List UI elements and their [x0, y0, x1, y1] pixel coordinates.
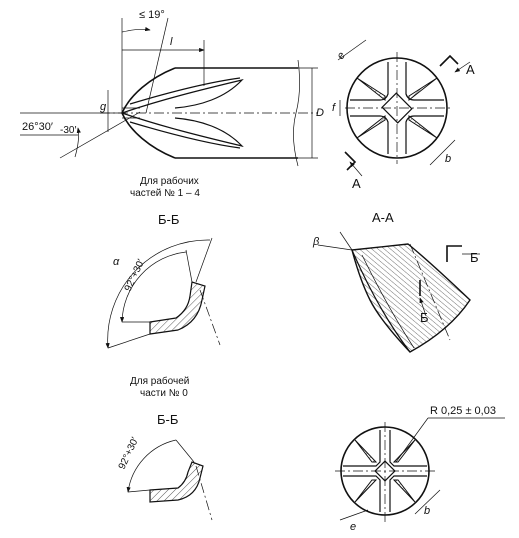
dim-e2-label: e	[350, 521, 356, 533]
bit-end-view: e f b А А	[332, 39, 475, 191]
radius-label: R 0,25 ± 0,03	[430, 405, 496, 417]
caption-part-0-line2: части № 0	[140, 388, 188, 399]
dim-D-label: D	[316, 107, 324, 119]
angle-beta-label: β	[312, 236, 320, 248]
section-b-mark-bottom: Б	[420, 310, 429, 325]
point-angle-tol-label: -30′	[60, 125, 76, 136]
dim-g-label: g	[100, 101, 107, 113]
bit-end-view-2: R 0,25 ± 0,03 b e	[335, 405, 505, 533]
caption-parts-1-4-line1: Для рабочих	[140, 175, 199, 187]
dim-e-label: e	[335, 50, 348, 62]
angle-alpha-label: α	[113, 256, 120, 268]
section-bb2-title: Б-Б	[157, 412, 178, 427]
section-b-mark-top: Б	[470, 250, 479, 265]
length-label: l	[170, 36, 173, 48]
section-a-mark-bottom: А	[352, 176, 361, 191]
point-angle-label: 26°30′	[22, 121, 53, 133]
dim-b2-label: b	[424, 505, 430, 517]
caption-part-0-line1: Для рабочей	[130, 375, 189, 387]
section-bb-title: Б-Б	[158, 212, 179, 227]
section-bb-view: α 92°+30′	[105, 237, 221, 349]
section-aa-view: β Б Б	[312, 231, 480, 353]
dim-b-label: b	[445, 153, 451, 165]
angle-max-label: ≤ 19°	[139, 9, 165, 21]
section-bb2-view: 92°+30′	[117, 436, 213, 521]
section-a-mark-top: А	[466, 62, 475, 77]
caption-parts-1-4-line2: частей № 1 – 4	[130, 188, 200, 199]
bit-side-view: ≤ 19° l g D 26°30′ -30′	[20, 9, 324, 167]
dim-f-label: f	[332, 102, 336, 114]
angle-92-2-label: 92°+30′	[117, 436, 141, 472]
section-aa-title: А-А	[372, 210, 394, 225]
angle-92-label: 92°+30′	[123, 258, 147, 294]
